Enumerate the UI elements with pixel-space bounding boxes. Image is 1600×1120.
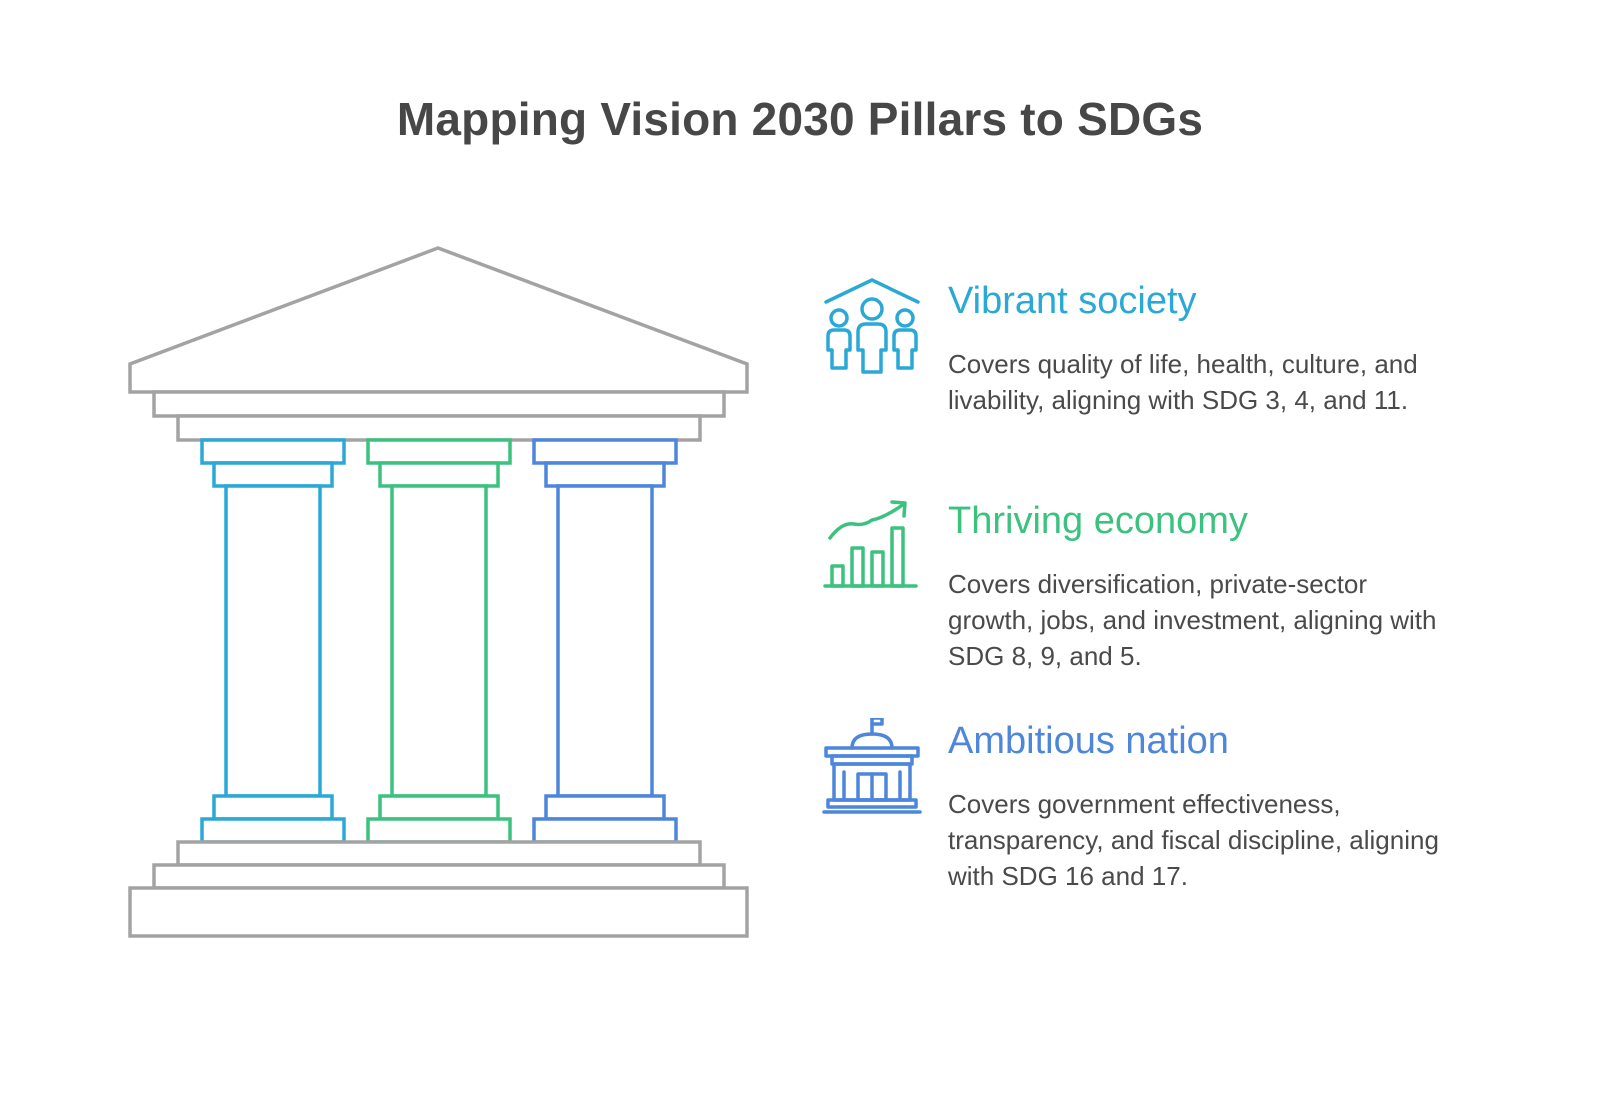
pillar-description: Covers government effectiveness, transpa…: [948, 789, 1439, 891]
pillar-description: Covers quality of life, health, culture,…: [948, 349, 1418, 415]
temple-step-middle: [152, 863, 726, 890]
temple-step-top: [176, 840, 702, 867]
pillar-heading: Thriving economy: [948, 500, 1248, 542]
temple-step-bottom: [128, 886, 749, 938]
pillar-vibrant-society: Vibrant society Covers quality of life, …: [820, 278, 1460, 478]
temple-roof: [128, 246, 749, 394]
column-thriving-economy: [366, 438, 512, 844]
column-vibrant-society: [200, 438, 346, 844]
temple-illustration: [128, 246, 749, 938]
column-ambitious-nation: [532, 438, 678, 844]
pillar-ambitious-nation: Ambitious nation Covers government effec…: [820, 718, 1460, 918]
pillar-heading: Vibrant society: [948, 280, 1197, 322]
pillar-description: Covers diversification, private-sector g…: [948, 569, 1437, 671]
government-building-icon: [822, 718, 922, 814]
pillar-thriving-economy: Thriving economy Covers diversification,…: [820, 498, 1460, 698]
people-under-roof-icon: [824, 278, 920, 374]
page-title: Mapping Vision 2030 Pillars to SDGs: [396, 93, 1204, 145]
temple-entablature-lower: [176, 414, 702, 442]
pillar-heading: Ambitious nation: [948, 720, 1229, 762]
temple-entablature-upper: [152, 390, 726, 418]
growth-chart-icon: [823, 500, 918, 588]
